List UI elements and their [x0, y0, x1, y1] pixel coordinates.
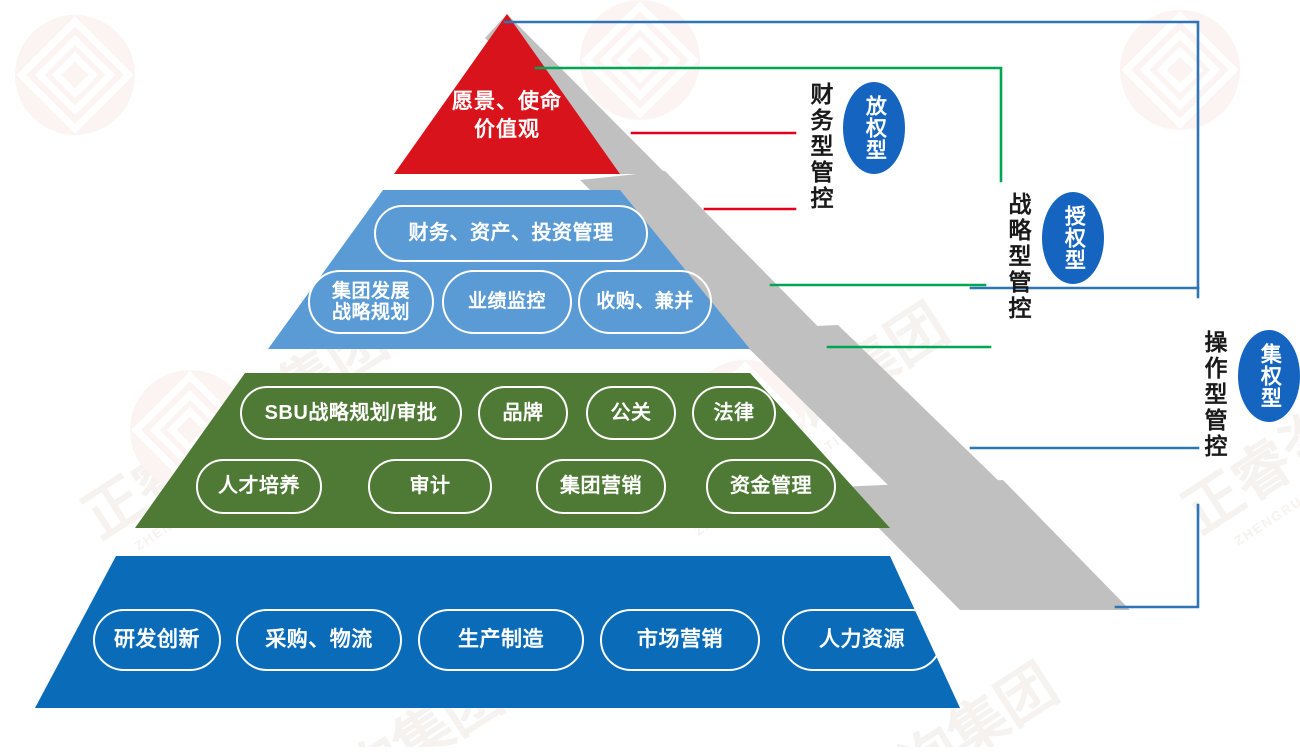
chip-procurement-logistics[interactable]: 采购、物流 [236, 609, 402, 671]
caption-financial-control: 财务型管控 [806, 82, 833, 212]
shadow-tier3 [730, 325, 1005, 487]
badge-authorized[interactable]: 授权型 [1042, 192, 1104, 284]
chip-acquisition-merger[interactable]: 收购、兼并 [578, 270, 712, 334]
chip-group-marketing[interactable]: 集团营销 [536, 459, 666, 514]
bracket-operational [503, 20, 1200, 609]
tier-apex-label: 愿景、使命 价值观 [452, 90, 562, 142]
chip-legal[interactable]: 法律 [692, 386, 776, 440]
chip-market-marketing[interactable]: 市场营销 [600, 609, 760, 671]
caption-strategic-control: 战略型管控 [1004, 192, 1031, 322]
chip-sbu-strategy-approval[interactable]: SBU战略规划/审批 [240, 386, 462, 440]
chip-performance-monitoring[interactable]: 业绩监控 [442, 270, 572, 334]
bracket-strategic [534, 66, 1003, 349]
chip-public-relations[interactable]: 公关 [586, 386, 676, 440]
chip-talent-development[interactable]: 人才培养 [196, 459, 322, 514]
chip-brand[interactable]: 品牌 [478, 386, 568, 440]
chip-finance-asset-investment[interactable]: 财务、资产、投资管理 [374, 205, 648, 262]
caption-operational-control: 操作型管控 [1200, 330, 1227, 460]
shadow-tier2 [580, 171, 840, 349]
bracket-financial [630, 131, 797, 211]
chip-audit[interactable]: 审计 [368, 459, 492, 514]
badge-decentralized[interactable]: 放权型 [843, 82, 905, 174]
chip-production-manufacturing[interactable]: 生产制造 [418, 609, 584, 671]
chip-fund-management[interactable]: 资金管理 [706, 459, 836, 514]
chip-human-resources[interactable]: 人力资源 [782, 609, 942, 671]
chip-rnd-innovation[interactable]: 研发创新 [93, 609, 221, 671]
chip-group-development-strategy[interactable]: 集团发展 战略规划 [308, 270, 434, 334]
badge-centralized[interactable]: 集权型 [1238, 330, 1300, 422]
shadow-tier4 [838, 480, 1130, 610]
tier-apex-shape[interactable] [394, 14, 620, 174]
